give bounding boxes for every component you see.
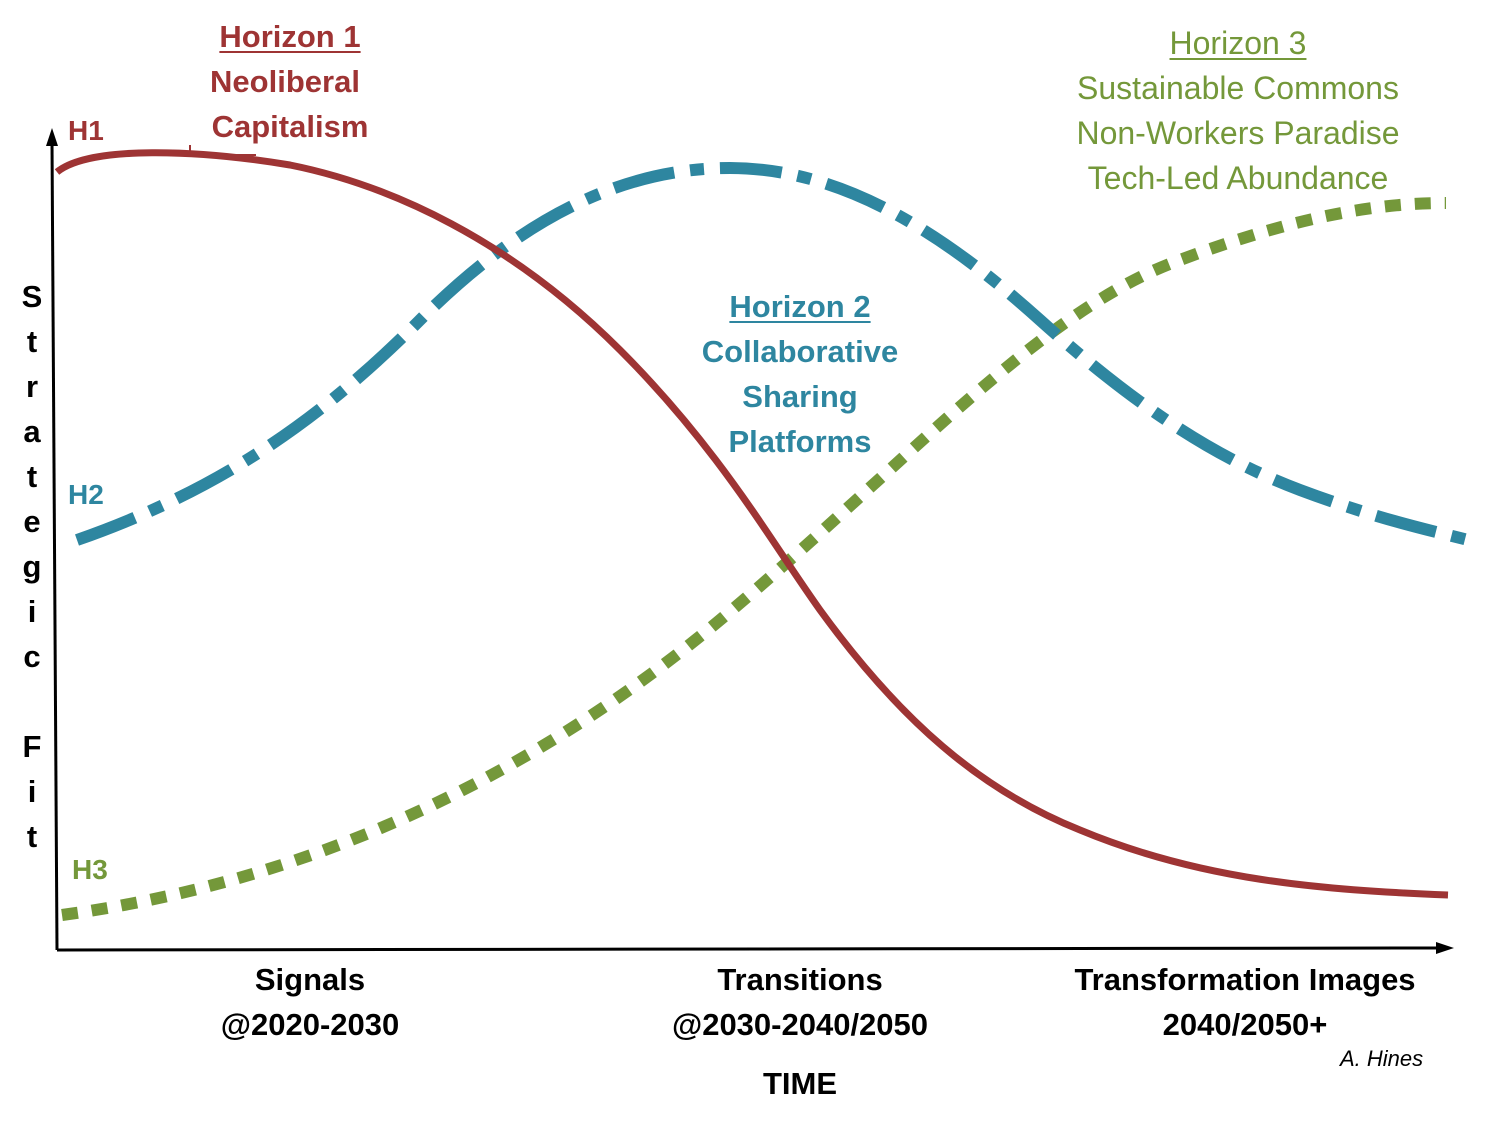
horizon-3-line: Tech-Led Abundance <box>1087 160 1389 196</box>
y-axis-letter: S <box>21 279 43 314</box>
horizon-3-line: Sustainable Commons <box>1077 70 1399 106</box>
y-axis-letter: r <box>25 369 39 404</box>
x-stage-title: Transformation Images <box>1074 962 1416 997</box>
y-axis-letter: e <box>23 504 41 539</box>
x-stage-transitions: Transitions @2030-2040/2050 <box>590 957 1010 1047</box>
horizon-1-heading: Horizon 1 <box>219 19 361 54</box>
y-axis-letter: g <box>22 549 42 584</box>
horizon-3-curve <box>61 197 1447 921</box>
y-axis-letter: i <box>27 774 37 809</box>
horizon-3-heading: Horizon 3 <box>1169 25 1307 61</box>
x-stage-signals: Signals @2020-2030 <box>100 957 520 1047</box>
horizon-3-line: Non-Workers Paradise <box>1076 115 1400 151</box>
horizon-2-line: Sharing <box>742 379 858 414</box>
credit: A. Hines <box>1340 1046 1424 1071</box>
horizon-2-line: Collaborative <box>701 334 899 369</box>
horizon-3-label: Horizon 3 Sustainable Commons Non-Worker… <box>1048 21 1428 201</box>
y-axis-letter: F <box>22 729 42 764</box>
horizon-2-heading: Horizon 2 <box>729 289 871 324</box>
horizon-2-curve <box>75 161 1470 546</box>
y-axis-letter: c <box>23 639 41 674</box>
horizon-2-line: Platforms <box>728 424 872 459</box>
x-stage-period: @2020-2030 <box>220 1007 400 1042</box>
x-stage-period: @2030-2040/2050 <box>671 1007 929 1042</box>
horizon-1-line: Neoliberal <box>210 64 360 99</box>
y-axis <box>46 128 59 951</box>
x-axis <box>56 942 1454 954</box>
y-axis-letter: t <box>26 819 38 854</box>
x-stage-transformation: Transformation Images 2040/2050+ <box>1035 957 1455 1047</box>
h1-tag: H1 <box>68 115 104 146</box>
horizon-1-line: Capitalism <box>211 109 369 144</box>
h3-tag: H3 <box>72 854 108 885</box>
y-axis-letter: i <box>27 594 37 629</box>
y-axis-letter: t <box>26 459 38 494</box>
y-axis-letter: t <box>26 324 38 359</box>
y-axis-letter: a <box>23 414 41 449</box>
horizon-1-label: Horizon 1 Neoliberal Capitalism <box>180 14 400 149</box>
x-axis-label: TIME <box>762 1066 838 1101</box>
x-stage-title: Signals <box>254 962 366 997</box>
horizon-1-curve <box>54 149 1449 899</box>
h2-tag: H2 <box>68 479 104 510</box>
horizon-2-label: Horizon 2 Collaborative Sharing Platform… <box>660 284 940 464</box>
x-stage-title: Transitions <box>717 962 883 997</box>
x-stage-period: 2040/2050+ <box>1162 1007 1328 1042</box>
y-axis-letter <box>14 679 50 724</box>
y-axis-label: S t r a t e g i c F i t <box>14 274 50 859</box>
